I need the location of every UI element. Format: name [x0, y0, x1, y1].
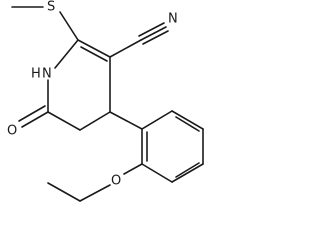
atom-nitrile-n-label: N	[168, 12, 178, 27]
bond-o-ch2	[79, 184, 111, 202]
atom-ring-n-label: N	[42, 67, 52, 82]
bond-c2-o	[21, 111, 49, 128]
atom-carbonyl-o-label: O	[7, 124, 17, 139]
bond-cn-triple-c	[142, 30, 169, 45]
bond-c5-cn	[109, 39, 142, 58]
bond-c4-aryl	[109, 111, 143, 130]
bond-ar-inner-2	[175, 162, 200, 178]
bond-ar6-ar1	[141, 110, 173, 130]
bond-n1-c6	[54, 39, 79, 69]
bond-ar-inner-3	[175, 116, 200, 132]
structure-diagram: S N H N O O	[7, 0, 204, 202]
bond-cn-triple-a	[140, 26, 167, 41]
bond-c6-c5-double	[80, 46, 108, 62]
bond-c3-c2	[47, 111, 81, 131]
bond-ar2-ar3	[141, 163, 173, 183]
bond-ar3-ar4	[171, 163, 204, 183]
atom-ether-o-label: O	[111, 174, 121, 189]
atom-nh-h-label: H	[31, 67, 41, 82]
bond-c4-c3	[79, 111, 111, 131]
bond-ar2-o	[123, 163, 143, 175]
bond-ch2-ch3	[47, 182, 81, 202]
bond-c6-c5	[77, 39, 111, 58]
bond-cn-triple-b	[138, 22, 165, 37]
bond-ar5-ar6	[171, 110, 204, 130]
bond-c2-o-double	[18, 105, 46, 122]
atom-s-label: S	[47, 0, 55, 15]
molecule-canvas: S N H N O O	[7, 0, 204, 202]
bond-s-c6	[59, 11, 79, 41]
